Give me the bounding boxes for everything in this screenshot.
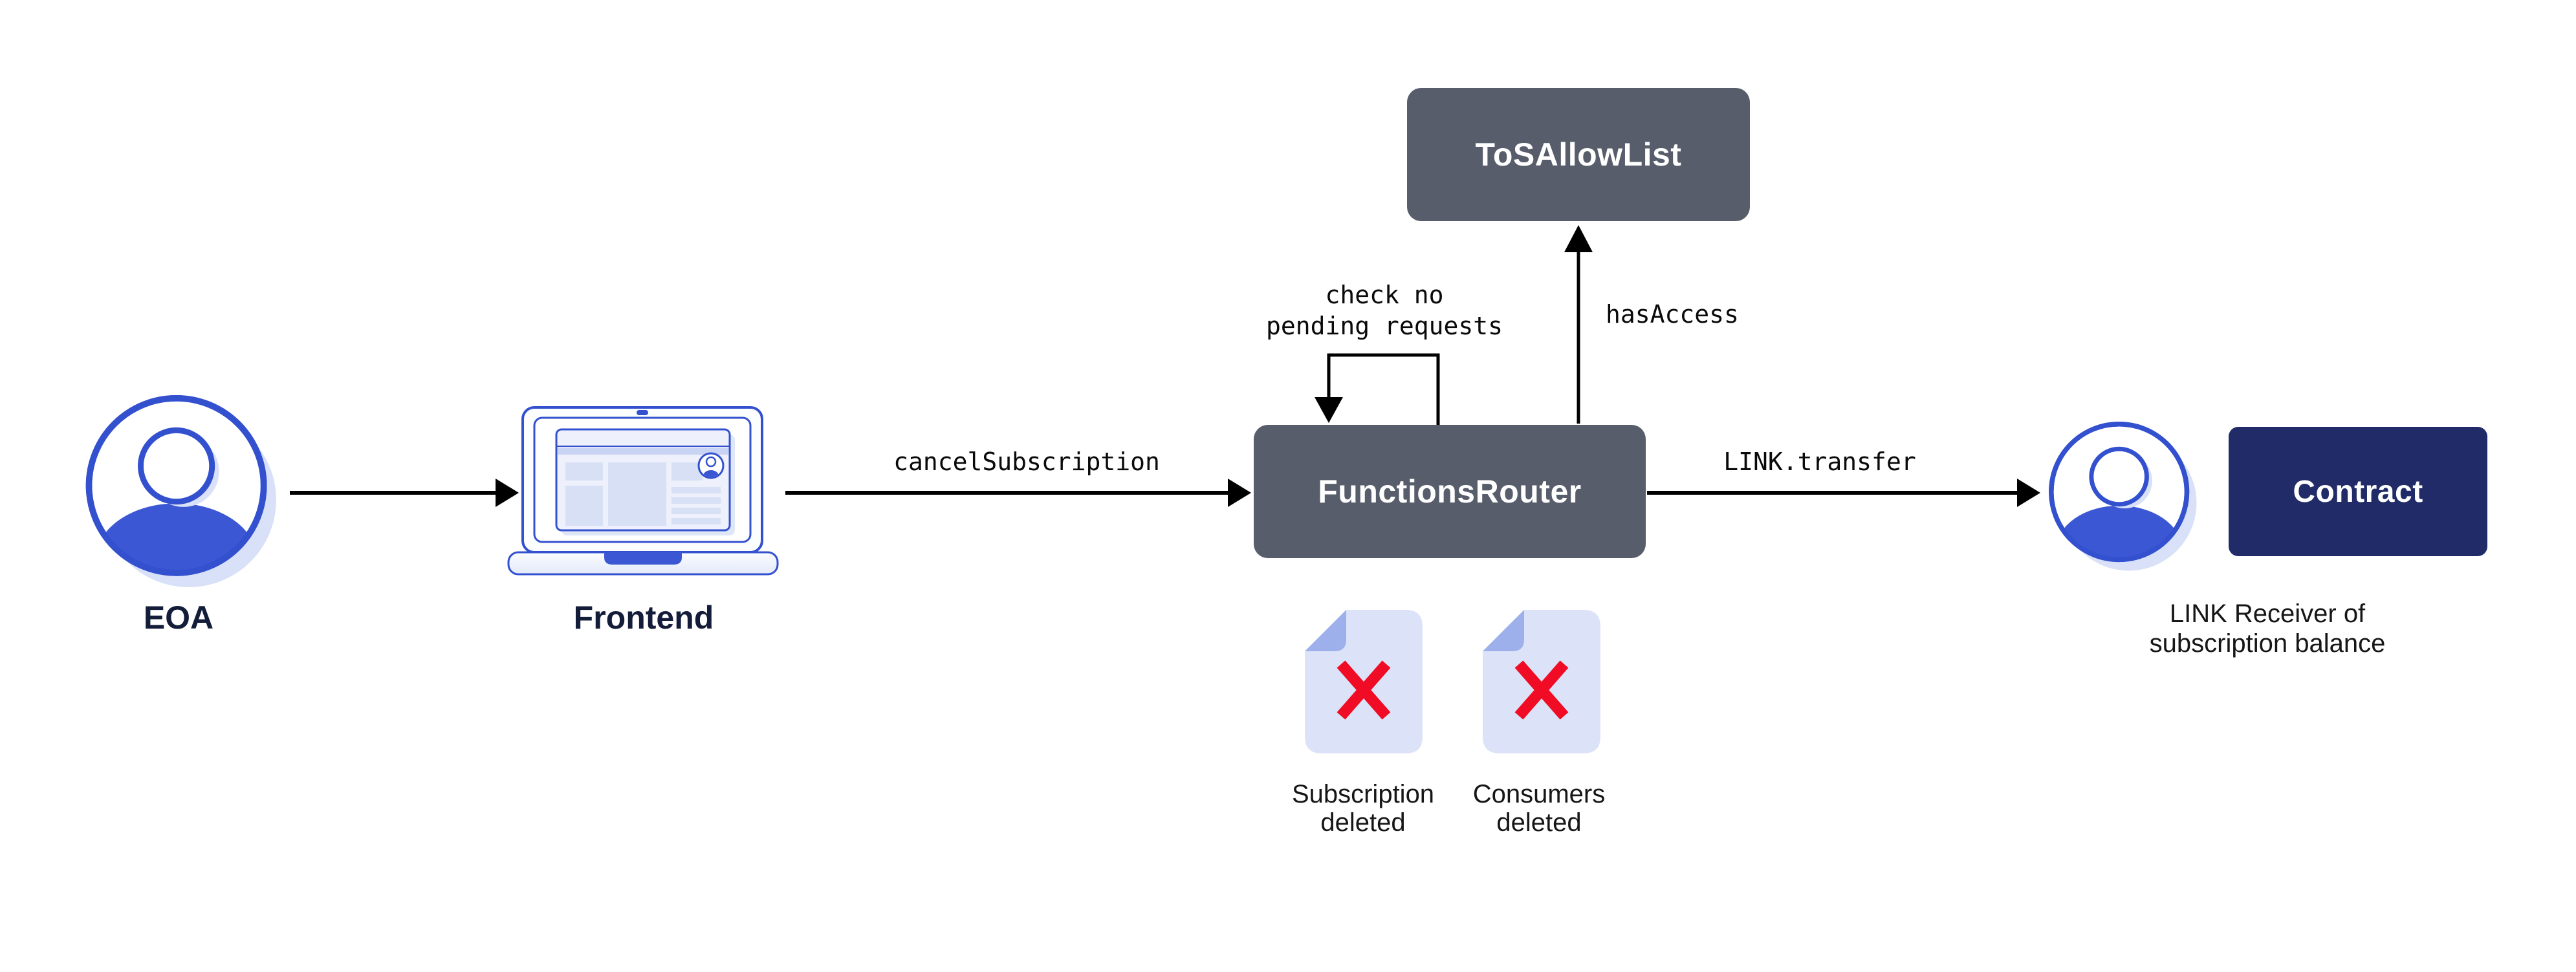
person-icon (2049, 421, 2197, 571)
contract-label: Contract (2293, 474, 2423, 509)
consumers-deleted-label: Consumers deleted (1472, 780, 1606, 837)
person-icon (85, 394, 276, 587)
edge-label-link-transfer: LINK.transfer (1723, 448, 1916, 476)
arrow-router-self-loop (1315, 353, 1440, 425)
frontend-label: Frontend (573, 599, 714, 636)
tos-allow-list-label: ToSAllowList (1475, 136, 1682, 173)
node-contract: Contract (2229, 427, 2487, 556)
node-functions-router: FunctionsRouter (1254, 425, 1646, 558)
node-tos-allow-list: ToSAllowList (1407, 88, 1750, 221)
edge-label-check-no-pending-requests: check no pending requests (1265, 281, 1503, 340)
arrow-router-to-tos (1564, 225, 1593, 424)
link-receiver-caption: LINK Receiver of subscription balance (2149, 599, 2386, 658)
arrow-router-to-receiver (1647, 479, 2040, 507)
edge-label-has-access: hasAccess (1606, 300, 1739, 329)
laptop-icon (507, 406, 779, 576)
eoa-label: EOA (143, 599, 214, 636)
cross-icon (1337, 660, 1391, 720)
arrow-frontend-to-router (785, 479, 1251, 507)
functions-router-label: FunctionsRouter (1318, 473, 1582, 510)
cross-icon (1514, 660, 1569, 720)
arrow-eoa-to-frontend (290, 479, 519, 507)
document-deleted-icon (1305, 610, 1423, 753)
edge-label-cancel-subscription: cancelSubscription (893, 448, 1160, 476)
document-deleted-icon (1483, 610, 1600, 753)
subscription-deleted-label: Subscription deleted (1291, 780, 1435, 837)
